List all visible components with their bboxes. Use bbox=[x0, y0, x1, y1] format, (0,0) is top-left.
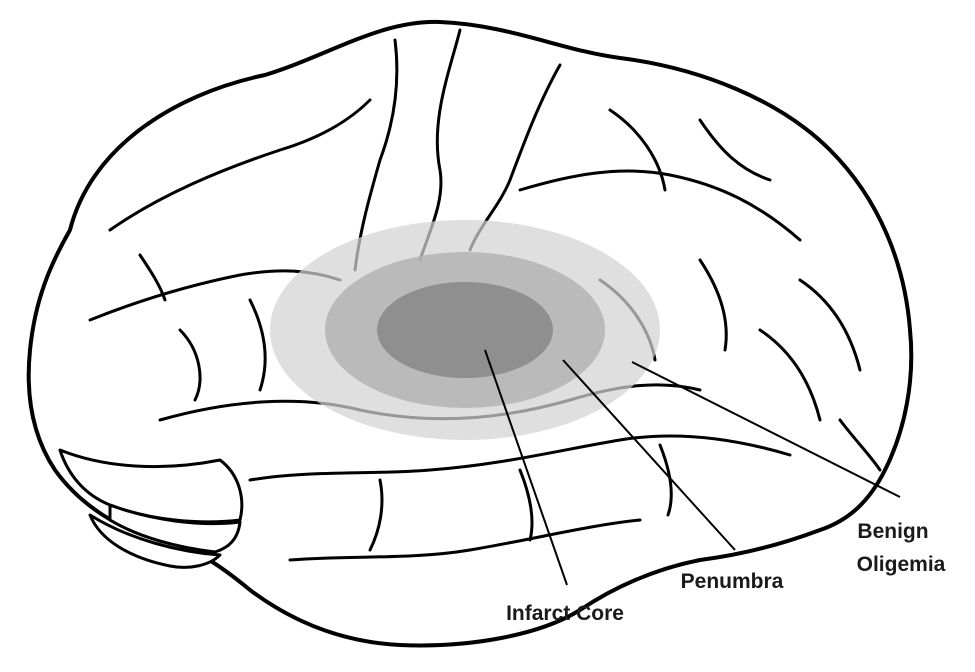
infarct-core-label: Infarct Core bbox=[506, 602, 624, 625]
parietal-branch-2 bbox=[698, 118, 772, 182]
angular-sulcus bbox=[698, 258, 728, 352]
oligemia-label: Oligemia bbox=[857, 553, 946, 576]
temporal-lower-edge bbox=[58, 448, 244, 524]
precentral-sulcus bbox=[353, 38, 399, 272]
infarct-core-leader bbox=[484, 349, 568, 586]
temporal-branch-1 bbox=[368, 478, 384, 552]
occipital-sulcus-2 bbox=[758, 328, 822, 422]
penumbra-leader bbox=[562, 359, 736, 551]
superior-temporal-sulcus bbox=[248, 434, 792, 482]
ischemia-zones bbox=[270, 220, 660, 440]
frontal-branch-2 bbox=[248, 298, 267, 392]
infarct-core-zone bbox=[377, 282, 553, 378]
occipital-sulcus-1 bbox=[798, 278, 862, 372]
benign-label: Benign bbox=[857, 520, 928, 543]
frontal-branch-1 bbox=[178, 328, 202, 402]
frontal-branch-3 bbox=[138, 253, 167, 302]
benign-oligemia-leader bbox=[631, 361, 901, 498]
intraparietal-sulcus bbox=[518, 169, 802, 242]
occipital-sulcus-3 bbox=[838, 418, 882, 472]
inferior-temporal-sulcus bbox=[288, 518, 642, 562]
penumbra-label: Penumbra bbox=[681, 570, 784, 593]
parietal-branch-1 bbox=[608, 108, 667, 192]
temporal-branch-3 bbox=[658, 443, 673, 517]
temporal-fold-lower bbox=[108, 503, 242, 554]
temporal-fold-tip bbox=[88, 513, 222, 569]
zone-labels: Infarct Core Penumbra Benign Oligemia bbox=[506, 520, 946, 625]
leader-lines bbox=[484, 349, 901, 586]
temporal-branch-2 bbox=[518, 468, 534, 542]
superior-frontal-sulcus bbox=[108, 98, 372, 232]
